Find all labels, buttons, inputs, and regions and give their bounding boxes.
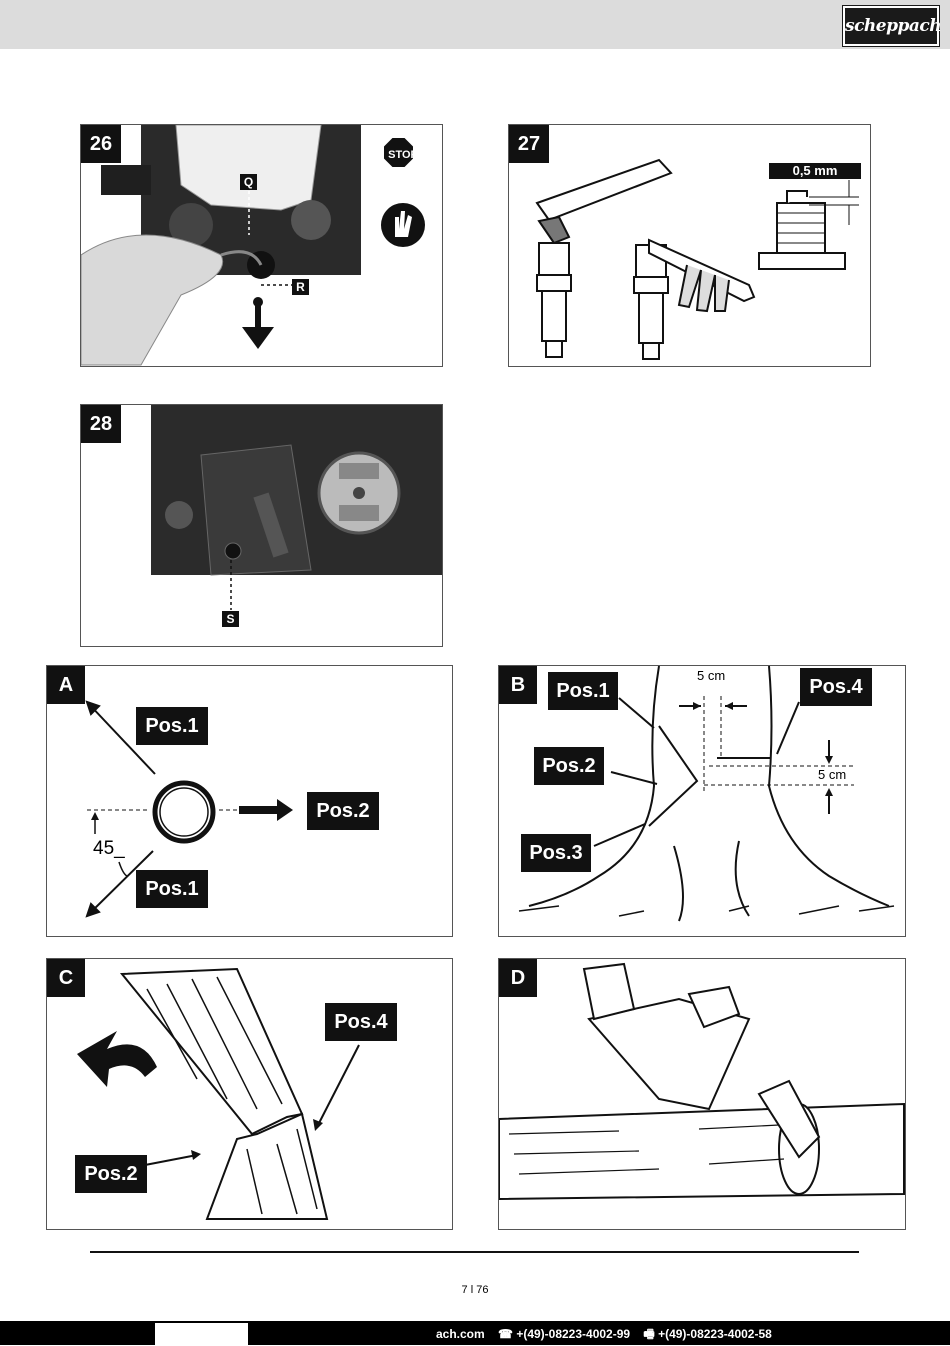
figure-number: 28 — [81, 405, 121, 443]
figure-c: C Pos.4 Pos.2 — [46, 958, 453, 1230]
pos1-top-label: Pos.1 — [136, 707, 208, 745]
footer-fax: 🖷 +(49)-08223-4002-58 — [643, 1327, 772, 1341]
figure-d-illustration — [499, 962, 905, 1201]
pos2-label: Pos.2 — [307, 792, 379, 830]
figure-d: D — [498, 958, 906, 1230]
figure-28-illustration — [151, 405, 442, 610]
figure-26-illustration — [81, 125, 425, 366]
figure-letter: B — [499, 666, 537, 704]
figure-26: 26 STOP Q R — [80, 124, 443, 367]
pos3-label: Pos.3 — [521, 834, 591, 872]
pos2-label: Pos.2 — [534, 747, 604, 785]
figure-a-diagram — [85, 700, 293, 918]
pos4-label: Pos.4 — [325, 1003, 397, 1041]
figure-27: 27 0,5 mm — [508, 124, 871, 367]
footer-rule — [90, 1251, 859, 1253]
gap-measurement: 0,5 mm — [792, 163, 838, 178]
figure-letter: A — [47, 666, 85, 704]
label-r: R — [292, 279, 309, 295]
brand-logo: scheppach — [843, 6, 942, 46]
dimension-top: 5 cm — [697, 668, 726, 683]
figure-c-illustration — [77, 967, 360, 1220]
pos1-bottom-label: Pos.1 — [136, 870, 208, 908]
figure-letter: D — [499, 959, 537, 997]
footer-phone: ☎ +(49)-08223-4002-99 — [498, 1327, 631, 1341]
figure-27-illustration — [535, 158, 861, 360]
dimension-right: 5 cm — [818, 767, 847, 782]
figure-letter: C — [47, 959, 85, 997]
footer-contact: ach.com ☎ +(49)-08223-4002-99 🖷 +(49)-08… — [436, 1325, 772, 1346]
pos1-label: Pos.1 — [548, 672, 618, 710]
page-number: 7 l 76 — [461, 1284, 489, 1296]
figure-number: 26 — [81, 125, 121, 163]
pos4-label: Pos.4 — [800, 668, 872, 706]
figure-b-diagram — [518, 666, 895, 922]
label-s: S — [222, 611, 239, 627]
figure-28: 28 S — [80, 404, 443, 647]
footer-web: ach.com — [436, 1327, 485, 1341]
pos2-label: Pos.2 — [75, 1155, 147, 1193]
header-bar — [0, 0, 950, 49]
figure-number: 27 — [509, 125, 549, 163]
angle-label: 45_ — [93, 838, 125, 859]
footer-gap — [155, 1323, 248, 1345]
figure-a: A Pos.1 Pos.2 Pos.1 45_ — [46, 665, 453, 937]
figure-b: B Pos.1 Pos.2 Pos.3 Pos.4 5 cm 5 cm — [498, 665, 906, 937]
label-q: Q — [240, 174, 257, 190]
stop-sign-label: STOP — [388, 149, 418, 161]
